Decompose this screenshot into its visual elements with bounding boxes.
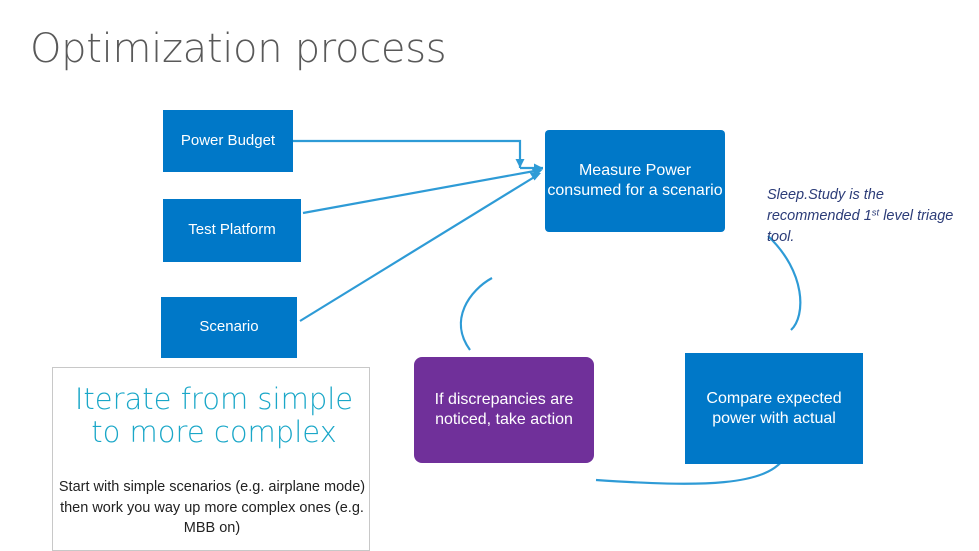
box-scenario: Scenario — [161, 297, 297, 358]
note-ordinal-suffix: st — [871, 207, 880, 219]
box-test-platform: Test Platform — [163, 199, 301, 262]
note-line-3: triage tool. — [767, 208, 954, 246]
note-line-1: Sleep.Study is the — [767, 187, 884, 203]
iterate-subtext: Start with simple scenarios (e.g. airpla… — [58, 479, 366, 537]
iterate-heading: Iterate from simple to more complex — [74, 382, 354, 450]
iterate-panel — [52, 367, 370, 551]
box-take-action: If discrepancies are noticed, take actio… — [414, 357, 594, 463]
box-measure-power: Measure Power consumed for a scenario — [545, 130, 725, 232]
box-power-budget: Power Budget — [163, 110, 293, 172]
box-compare-power: Compare expected power with actual — [685, 353, 863, 464]
note-line-2-post: level — [879, 208, 914, 225]
note-sleepstudy: Sleep.Study is the recommended 1st level… — [767, 185, 957, 248]
page-title: Optimization process — [30, 26, 447, 72]
note-line-2-pre: recommended 1 — [767, 208, 872, 225]
